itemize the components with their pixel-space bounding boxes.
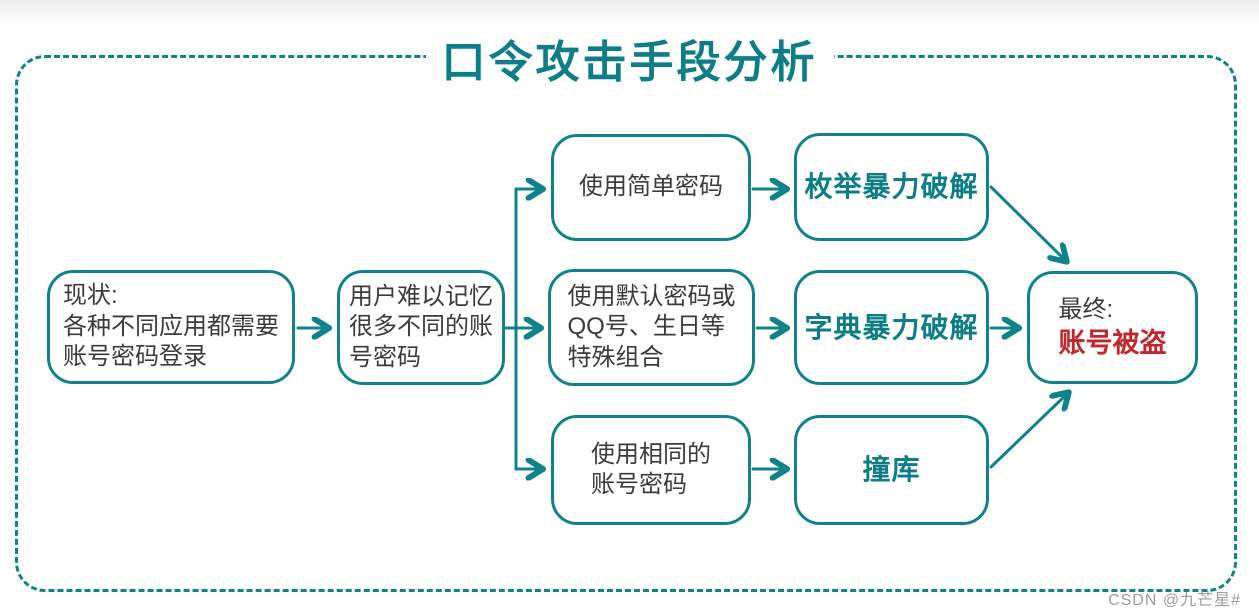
node-memory-text: 用户难以记忆 很多不同的账 号密码: [349, 282, 493, 371]
arrow-enum-to-final: [989, 185, 1066, 261]
node-simple-password: 使用简单密码: [551, 134, 751, 241]
node-enum-brute-force-label: 枚举暴力破解: [804, 171, 979, 203]
node-dict-brute-force: 字典暴力破解: [794, 270, 989, 385]
arrow-stuffing-to-final: [989, 393, 1068, 469]
node-dict-brute-force-label: 字典暴力破解: [804, 311, 979, 343]
final-prefix: 最终:: [1058, 296, 1114, 324]
node-final-result-text: 最终: 账号被盗: [1059, 295, 1167, 360]
node-enum-brute-force: 枚举暴力破解: [794, 133, 989, 241]
node-simple-password-label: 使用简单密码: [579, 173, 723, 201]
csdn-watermark: CSDN @九芒星#: [1108, 592, 1241, 609]
node-same-password: 使用相同的 账号密码: [551, 415, 751, 525]
top-gradient: [0, 0, 1259, 24]
node-credential-stuffing-label: 撞库: [862, 454, 921, 486]
node-status-text: 现状: 各种不同应用都需要 账号密码登录: [63, 282, 279, 371]
node-memory: 用户难以记忆 很多不同的账 号密码: [337, 270, 505, 385]
node-default-password: 使用默认密码或 QQ号、生日等 特殊组合: [548, 269, 755, 386]
diagram-title: 口令攻击手段分析: [425, 26, 834, 90]
node-final-result: 最终: 账号被盗: [1027, 271, 1198, 384]
node-status: 现状: 各种不同应用都需要 账号密码登录: [47, 270, 295, 384]
node-same-password-text: 使用相同的 账号密码: [591, 440, 711, 498]
node-credential-stuffing: 撞库: [794, 415, 989, 525]
node-default-password-text: 使用默认密码或 QQ号、生日等 特殊组合: [567, 282, 736, 371]
final-result: 账号被盗: [1058, 327, 1167, 358]
